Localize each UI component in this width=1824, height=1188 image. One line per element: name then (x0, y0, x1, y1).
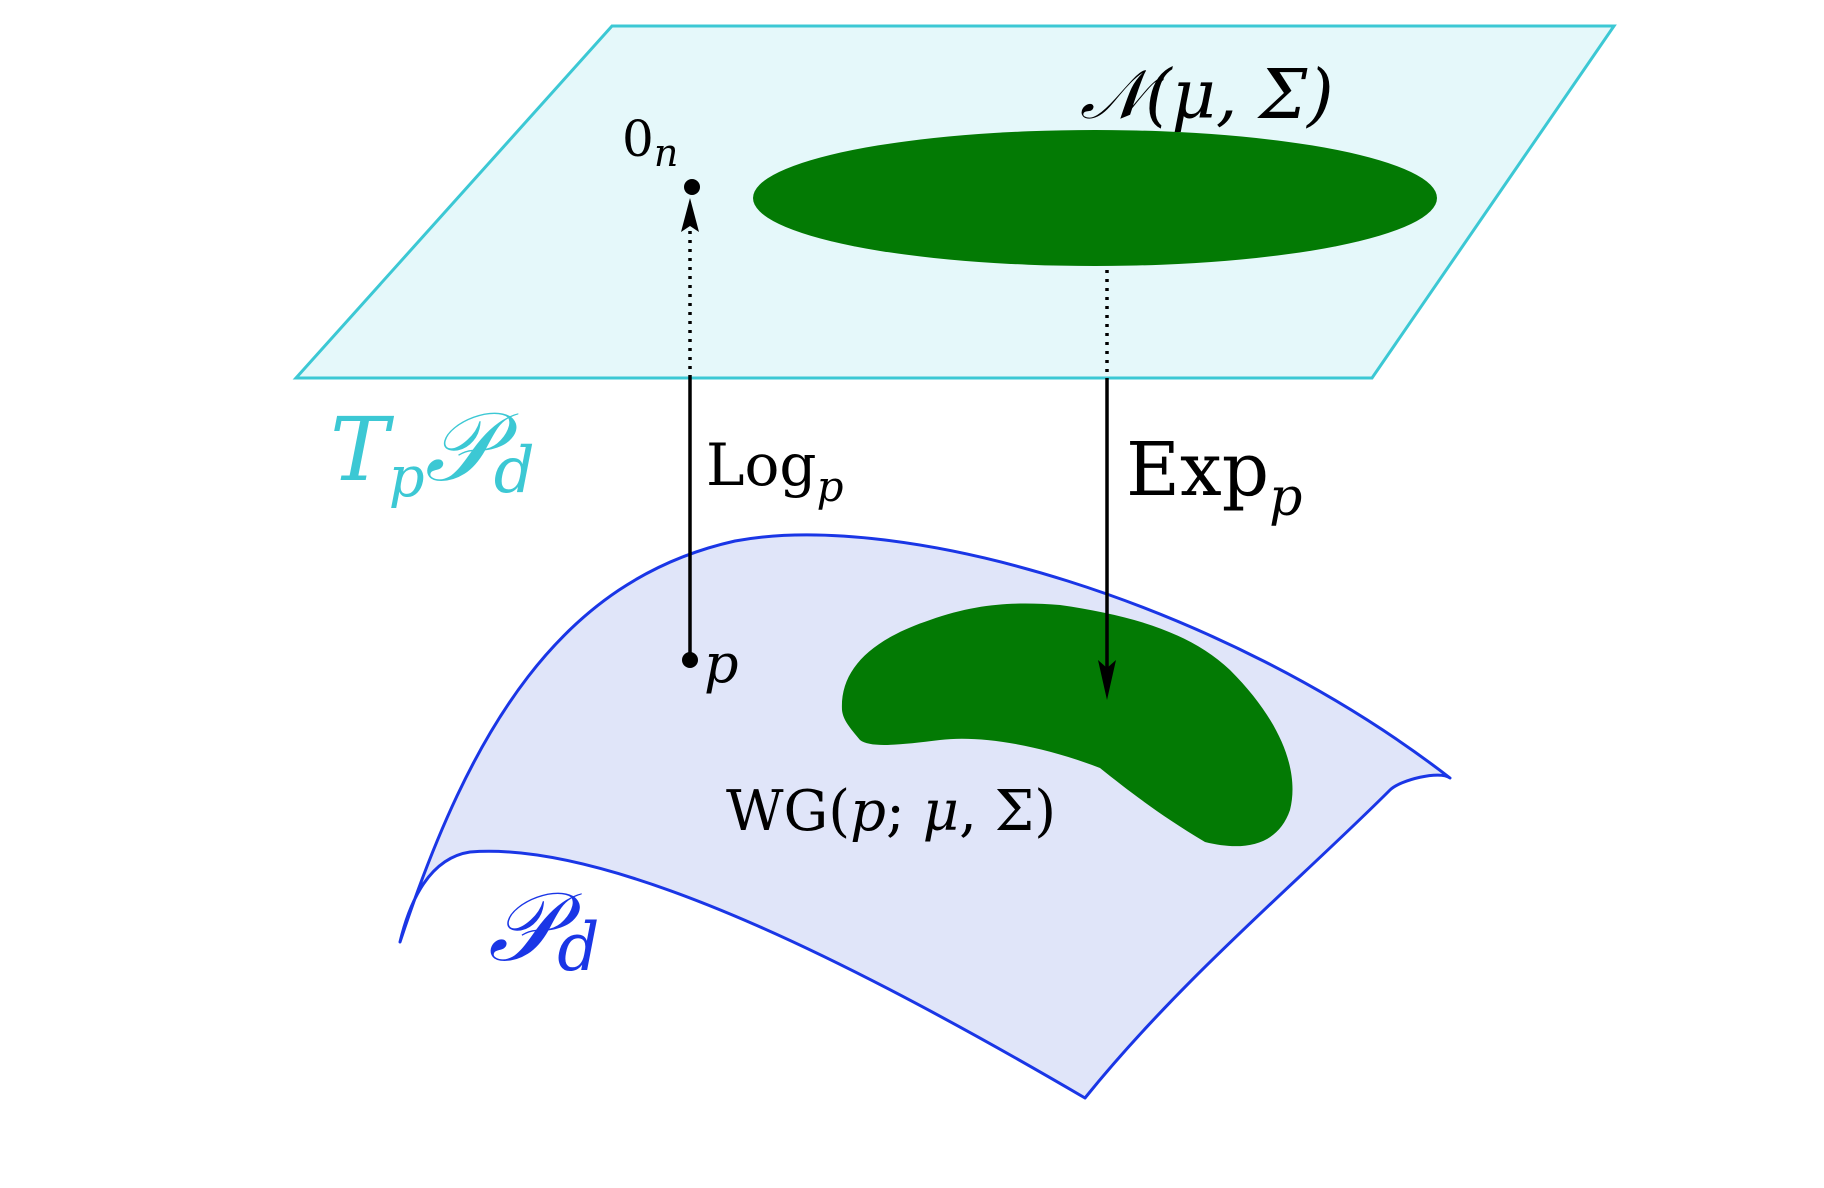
log-map-label: Logp (706, 431, 843, 511)
base-point-label: p (704, 632, 739, 695)
tangent-space-label-sub: p (389, 445, 425, 510)
base-point (682, 652, 698, 668)
origin-label-main: 0 (622, 110, 654, 168)
wg-mu: μ (923, 779, 959, 844)
gaussian-ellipse (753, 130, 1437, 266)
origin-point (684, 179, 700, 195)
wg-rest: , Σ) (959, 779, 1056, 844)
tangent-space-label: Tp𝒫d (330, 391, 535, 510)
exp-map-arrowhead (1098, 660, 1116, 700)
wg-p: p (850, 779, 886, 844)
manifold-label: 𝒫d (488, 871, 599, 986)
wg-sep: ; (886, 779, 923, 844)
origin-label: 0n (622, 110, 678, 175)
wg-prefix: WG( (726, 779, 850, 844)
exp-map-label: Expp (1126, 427, 1302, 528)
tangent-space-label-script-sub: d (494, 434, 535, 508)
log-map-label-sub: p (817, 462, 844, 511)
manifold-label-sub: d (557, 909, 599, 986)
log-map-arrowhead (681, 198, 699, 232)
gaussian-label: 𝒩(μ, Σ) (1080, 56, 1334, 135)
exp-map-label-sub: p (1269, 468, 1302, 528)
origin-label-sub: n (654, 131, 678, 175)
wrapped-gaussian-blob (841, 603, 1293, 847)
exp-map-label-main: Exp (1126, 427, 1269, 513)
tangent-space-label-main: T (330, 398, 395, 501)
log-map-label-main: Log (706, 431, 817, 499)
wrapped-gaussian-label: WG(p; μ, Σ) (726, 779, 1056, 844)
